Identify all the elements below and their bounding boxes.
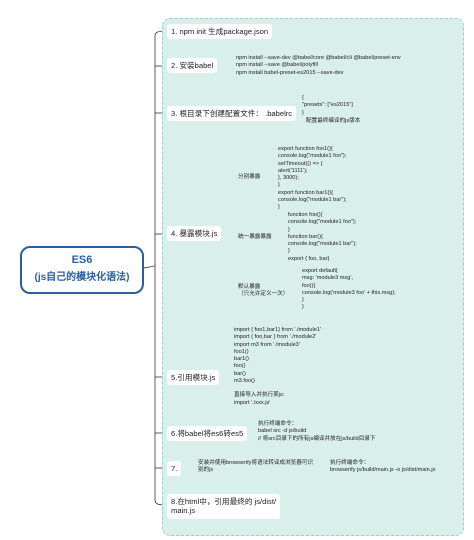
step-3-babelrc-code: { "presets": ["es2015"] } — [302, 95, 353, 116]
branch-default-export-label: 默认暴露 （只允许定义一次） — [238, 284, 289, 298]
root-node[interactable]: ES6 (js自己的模块化语法) — [20, 246, 144, 294]
step-5-node[interactable]: 5.引用模块.js — [167, 370, 220, 386]
branch-unified-export-code: function foo(){ console.log("module1 foo… — [288, 212, 357, 262]
step-5-import-code: import { foo1,bar1} from './module1' imp… — [234, 327, 322, 406]
step-7-command: 执行终端命令： browserify js/build/main.js -o j… — [330, 460, 436, 474]
step-1-node[interactable]: 1. npm init 生成package.json — [167, 24, 273, 40]
step-7-description: 安装并使用browserify将语法转译成浏览器可识 别的js — [198, 460, 313, 474]
root-subtitle: (js自己的模块化语法) — [34, 272, 130, 283]
step-6-command: 执行终端命令： babel src -d js/build // 将src目录下… — [258, 421, 376, 442]
step-6-node[interactable]: 6.将babel将es6转es5 — [167, 426, 248, 442]
step-2-install-commands: npm install --save-dev @babel/core @babe… — [236, 55, 401, 76]
branch-unified-export-label: 统一暴露暴露 — [238, 234, 272, 240]
step-8-node[interactable]: 8.在html中，引用最终的 js/dist/ main.js — [167, 494, 281, 519]
branch-named-export-code: export function foo1(){ console.log("mod… — [278, 146, 347, 211]
branch-default-export-code: export default{ msg: 'module3 msg', foo(… — [302, 268, 396, 311]
step-7-node[interactable]: 7. — [167, 461, 182, 477]
branch-named-export-label: 分别暴露 — [238, 174, 261, 180]
steps-panel — [162, 18, 464, 536]
step-3-node[interactable]: 3. 根目录下创建配置文件： .babelrc — [167, 106, 297, 122]
step-3-note: 配置最终编译的js版本 — [306, 118, 361, 124]
step-4-node[interactable]: 4. 暴露模块.js — [167, 226, 222, 242]
root-title: ES6 — [71, 254, 93, 266]
step-2-node[interactable]: 2. 安装babel — [167, 58, 218, 74]
